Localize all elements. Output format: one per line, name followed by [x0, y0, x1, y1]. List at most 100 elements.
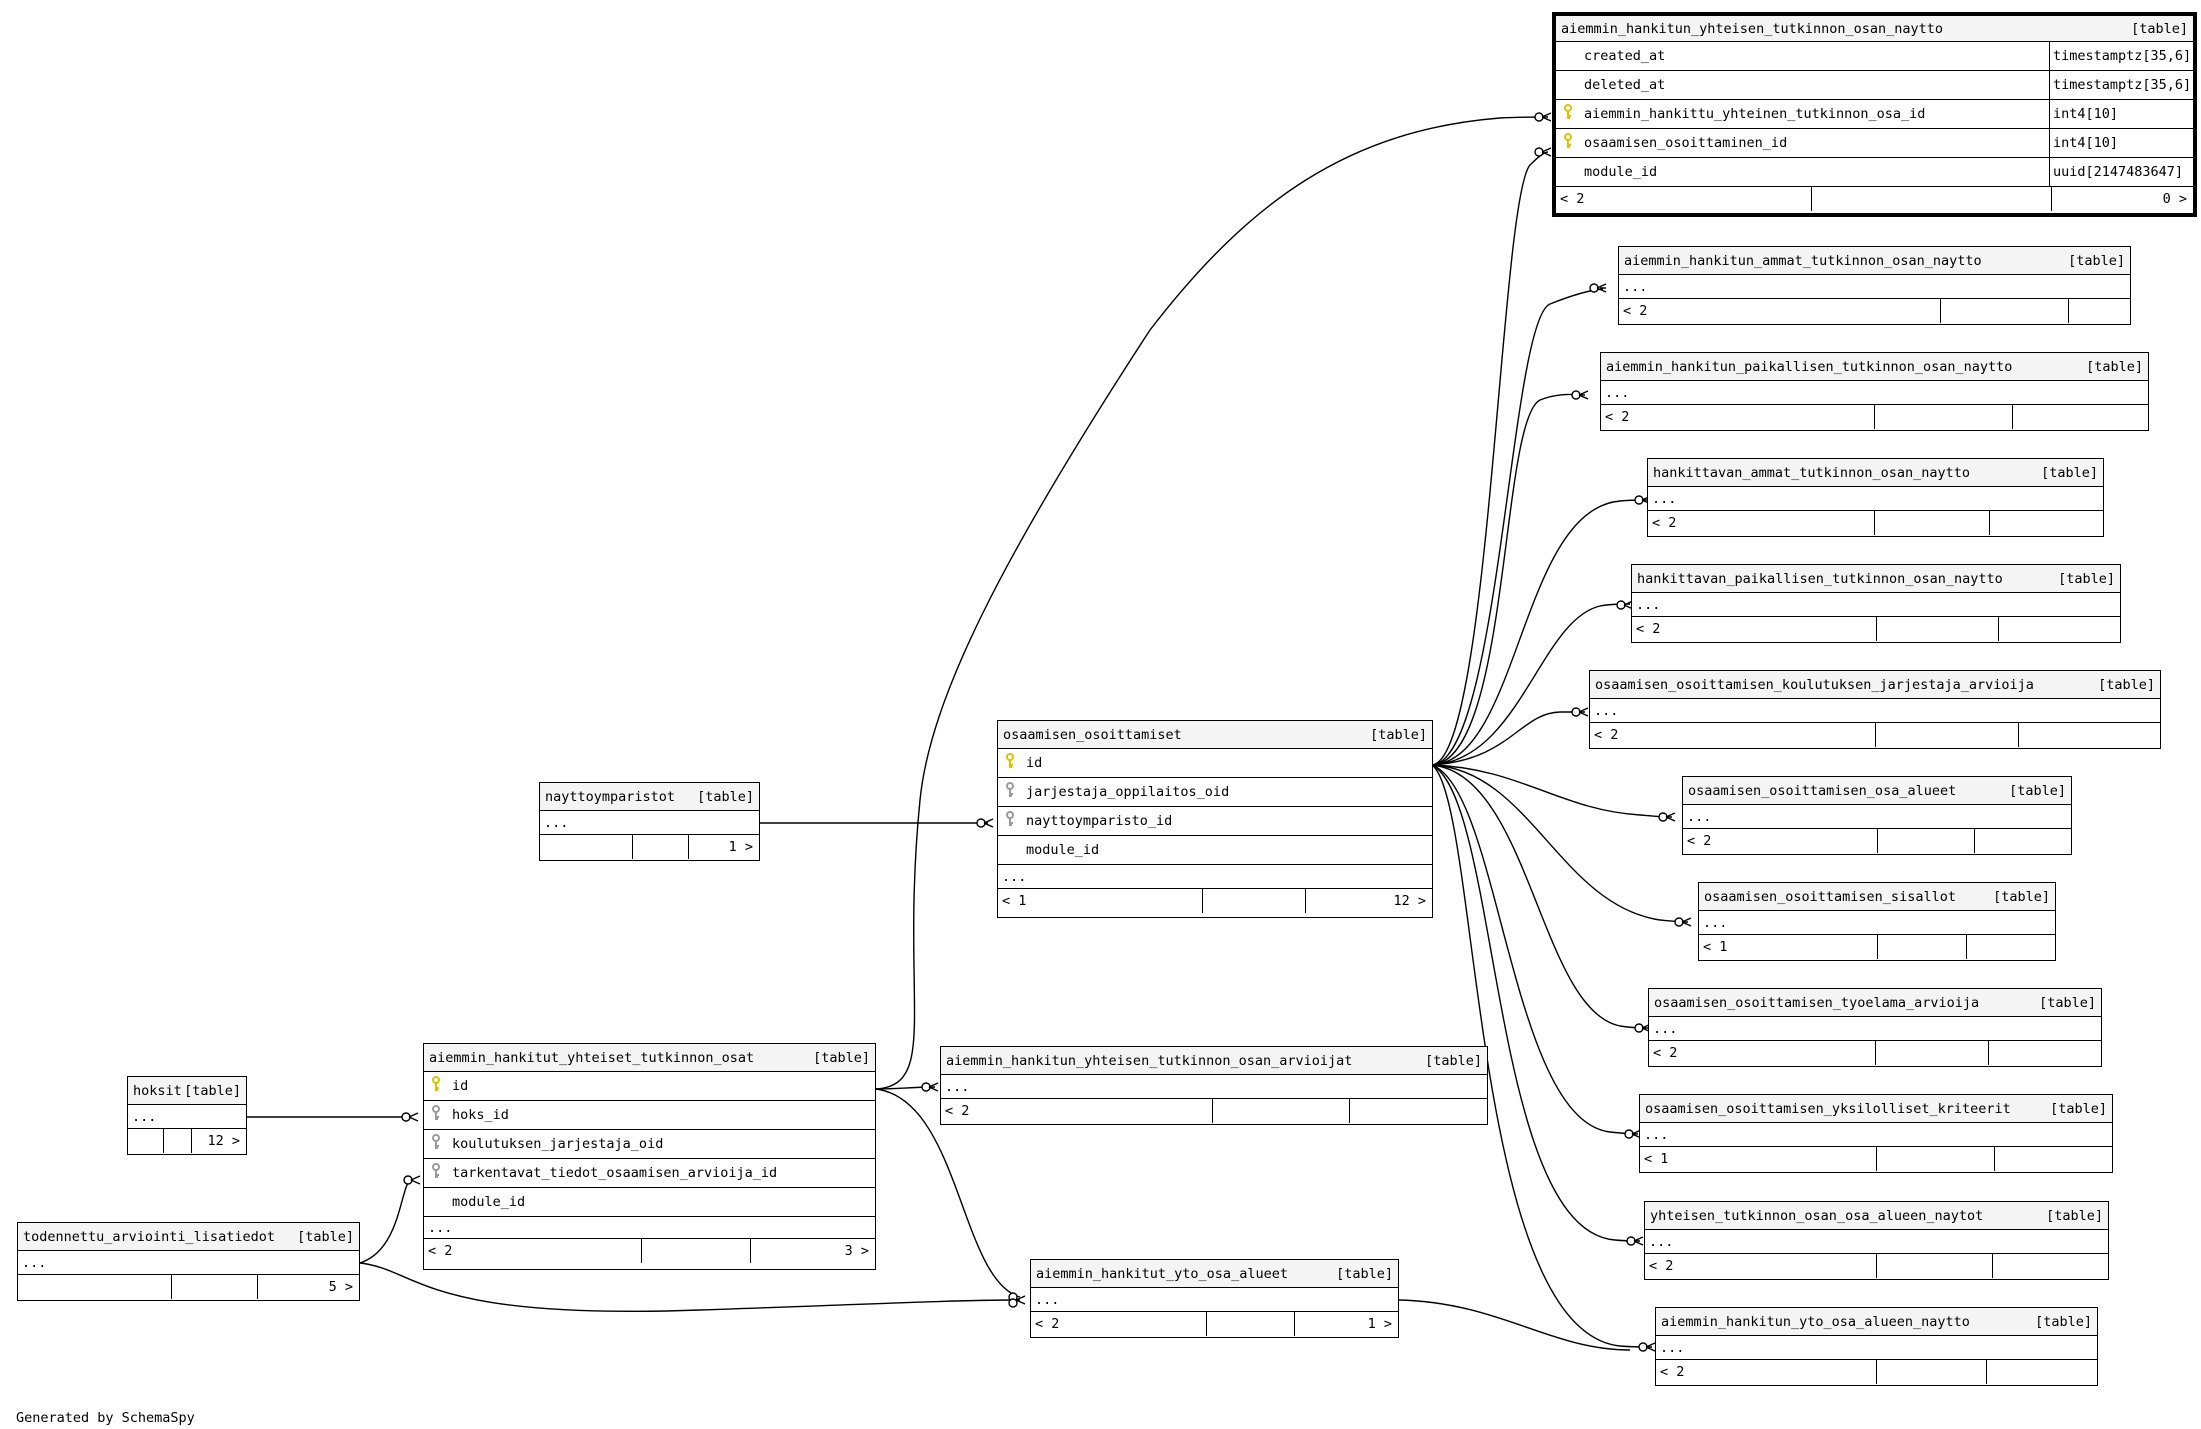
parents-link[interactable]: < 2	[1590, 723, 1876, 747]
more-columns[interactable]: ...	[1590, 699, 2160, 723]
parents-link[interactable]: < 2	[1656, 1360, 1877, 1384]
table-osaamisen-osoittamisen-yksilolliset-kriteerit[interactable]: osaamisen_osoittamisen_yksilolliset_krit…	[1639, 1094, 2113, 1173]
table-aiemmin-hankitut-yhteiset-tutkinnon-osat[interactable]: aiemmin_hankitut_yhteiset_tutkinnon_osat…	[423, 1043, 876, 1270]
more-columns[interactable]: ...	[1699, 911, 2055, 935]
children-link[interactable]: 0 >	[2162, 191, 2187, 207]
table-aiemmin-hankitun-ammat-tutkinnon-osan-naytto[interactable]: aiemmin_hankitun_ammat_tutkinnon_osan_na…	[1618, 246, 2131, 325]
footer-spacer	[1876, 1041, 1989, 1065]
parents-link[interactable]: < 2	[1031, 1312, 1207, 1336]
table-tag: [table]	[2009, 782, 2066, 799]
children-link[interactable]: 12 >	[1393, 893, 1426, 909]
parents-link[interactable]: < 2	[1683, 829, 1878, 853]
parents-link[interactable]: < 2	[1632, 617, 1877, 641]
more-columns[interactable]: ...	[1601, 381, 2148, 405]
children-link[interactable]	[1993, 1254, 2108, 1278]
table-aiemmin-hankitun-paikallisen-tutkinnon-osan-naytto[interactable]: aiemmin_hankitun_paikallisen_tutkinnon_o…	[1600, 352, 2149, 431]
parents-link[interactable]: < 1	[998, 889, 1203, 913]
children-link[interactable]	[1987, 1360, 2097, 1384]
table-aiemmin-hankitun-yto-osa-alueen-naytto[interactable]: aiemmin_hankitun_yto_osa_alueen_naytto[t…	[1655, 1307, 2098, 1386]
table-todennettu-arviointi-lisatiedot[interactable]: todennettu_arviointi_lisatiedot [table] …	[17, 1222, 360, 1301]
children-link[interactable]	[1967, 935, 2055, 959]
column-row[interactable]: aiemmin_hankittu_yhteinen_tutkinnon_osa_…	[1556, 100, 2193, 129]
children-link[interactable]	[2069, 299, 2130, 323]
more-columns[interactable]: ...	[1683, 805, 2071, 829]
parents-link[interactable]: < 1	[1699, 935, 1878, 959]
children-link[interactable]: 1 >	[1367, 1316, 1392, 1332]
column-name: module_id	[452, 1194, 526, 1210]
edge-tod-ahy	[359, 1179, 411, 1264]
children-link[interactable]	[2019, 723, 2160, 747]
table-name: osaamisen_osoittamisen_koulutuksen_jarje…	[1595, 676, 2034, 693]
column-row[interactable]: jarjestaja_oppilaitos_oid	[998, 778, 1432, 807]
table-footer: < 2	[1645, 1254, 2108, 1278]
children-link[interactable]	[2013, 405, 2148, 429]
children-link[interactable]: 3 >	[844, 1243, 869, 1259]
parents-link[interactable]: < 2	[1601, 405, 1875, 429]
column-name: hoks_id	[452, 1107, 509, 1123]
more-columns[interactable]: ...	[1656, 1336, 2097, 1360]
column-row[interactable]: id	[424, 1072, 875, 1101]
children-link[interactable]	[1995, 1147, 2112, 1171]
footer-spacer	[1875, 511, 1990, 535]
parents-link[interactable]: < 2	[1649, 1041, 1876, 1065]
parents-link[interactable]: < 2	[941, 1099, 1213, 1123]
parents-link[interactable]: < 2	[1619, 299, 1941, 323]
more-columns[interactable]: ...	[998, 865, 1432, 889]
more-columns[interactable]: ...	[1649, 1017, 2101, 1041]
table-hankittavan-ammat-tutkinnon-osan-naytto[interactable]: hankittavan_ammat_tutkinnon_osan_naytto[…	[1647, 458, 2104, 537]
table-hoksit[interactable]: hoksit [table] ... 12 >	[127, 1076, 247, 1155]
parents-link[interactable]	[18, 1275, 172, 1299]
children-link[interactable]	[1989, 1041, 2101, 1065]
children-link[interactable]	[1350, 1099, 1487, 1123]
parents-link[interactable]: < 1	[1640, 1147, 1877, 1171]
parents-link[interactable]: < 2	[1556, 187, 1812, 211]
children-link[interactable]: 5 >	[328, 1279, 353, 1295]
parents-link[interactable]: < 2	[1645, 1254, 1877, 1278]
table-yhteisen-tutkinnon-osan-osa-alueen-naytot[interactable]: yhteisen_tutkinnon_osan_osa_alueen_nayto…	[1644, 1201, 2109, 1280]
column-row[interactable]: id	[998, 749, 1432, 778]
table-osaamisen-osoittamisen-koulutuksen-jarjestaja-arvioija[interactable]: osaamisen_osoittamisen_koulutuksen_jarje…	[1589, 670, 2161, 749]
table-aiemmin-hankitun-yhteisen-tutkinnon-osan-arvioijat[interactable]: aiemmin_hankitun_yhteisen_tutkinnon_osan…	[940, 1046, 1488, 1125]
more-columns[interactable]: ...	[1640, 1123, 2112, 1147]
children-link[interactable]	[1990, 511, 2103, 535]
column-row[interactable]: koulutuksen_jarjestaja_oid	[424, 1130, 875, 1159]
table-hankittavan-paikallisen-tutkinnon-osan-naytto[interactable]: hankittavan_paikallisen_tutkinnon_osan_n…	[1631, 564, 2121, 643]
edge-oso-focus	[1431, 151, 1549, 766]
column-row[interactable]: module_id	[424, 1188, 875, 1217]
more-columns[interactable]: ...	[1645, 1230, 2108, 1254]
footer-spacer	[1203, 889, 1306, 913]
table-focus[interactable]: aiemmin_hankitun_yhteisen_tutkinnon_osan…	[1552, 12, 2197, 217]
table-osaamisen-osoittamisen-sisallot[interactable]: osaamisen_osoittamisen_sisallot[table]..…	[1698, 882, 2056, 961]
more-columns[interactable]: ...	[424, 1217, 875, 1239]
more-columns[interactable]: ...	[1619, 275, 2130, 299]
more-columns[interactable]: ...	[941, 1075, 1487, 1099]
table-nayttoymparistot[interactable]: nayttoymparistot [table] ... 1 >	[539, 782, 760, 861]
children-link[interactable]	[1975, 829, 2071, 853]
more-columns[interactable]: ...	[1031, 1288, 1398, 1312]
children-link[interactable]: 1 >	[728, 839, 753, 855]
table-aiemmin-hankitut-yto-osa-alueet[interactable]: aiemmin_hankitut_yto_osa_alueet [table] …	[1030, 1259, 1399, 1338]
parents-link[interactable]: < 2	[424, 1239, 642, 1263]
table-osaamisen-osoittamisen-tyoelama-arvioija[interactable]: osaamisen_osoittamisen_tyoelama_arvioija…	[1648, 988, 2102, 1067]
column-row[interactable]: nayttoymparisto_id	[998, 807, 1432, 836]
children-link[interactable]	[1999, 617, 2120, 641]
column-row[interactable]: tarkentavat_tiedot_osaamisen_arvioija_id	[424, 1159, 875, 1188]
children-link[interactable]: 12 >	[207, 1133, 240, 1149]
parents-link[interactable]	[540, 835, 633, 859]
column-type: uuid[2147483647]	[2049, 158, 2193, 186]
more-columns[interactable]: ...	[1632, 593, 2120, 617]
parents-link[interactable]	[128, 1129, 164, 1153]
column-row[interactable]: hoks_id	[424, 1101, 875, 1130]
more-columns[interactable]: ...	[540, 811, 759, 835]
more-columns[interactable]: ...	[18, 1251, 359, 1275]
parents-link[interactable]: < 2	[1648, 511, 1875, 535]
column-row[interactable]: module_id	[998, 836, 1432, 865]
table-osaamisen-osoittamisen-osa-alueet[interactable]: osaamisen_osoittamisen_osa_alueet[table]…	[1682, 776, 2072, 855]
more-columns[interactable]: ...	[128, 1105, 246, 1129]
more-columns[interactable]: ...	[1648, 487, 2103, 511]
